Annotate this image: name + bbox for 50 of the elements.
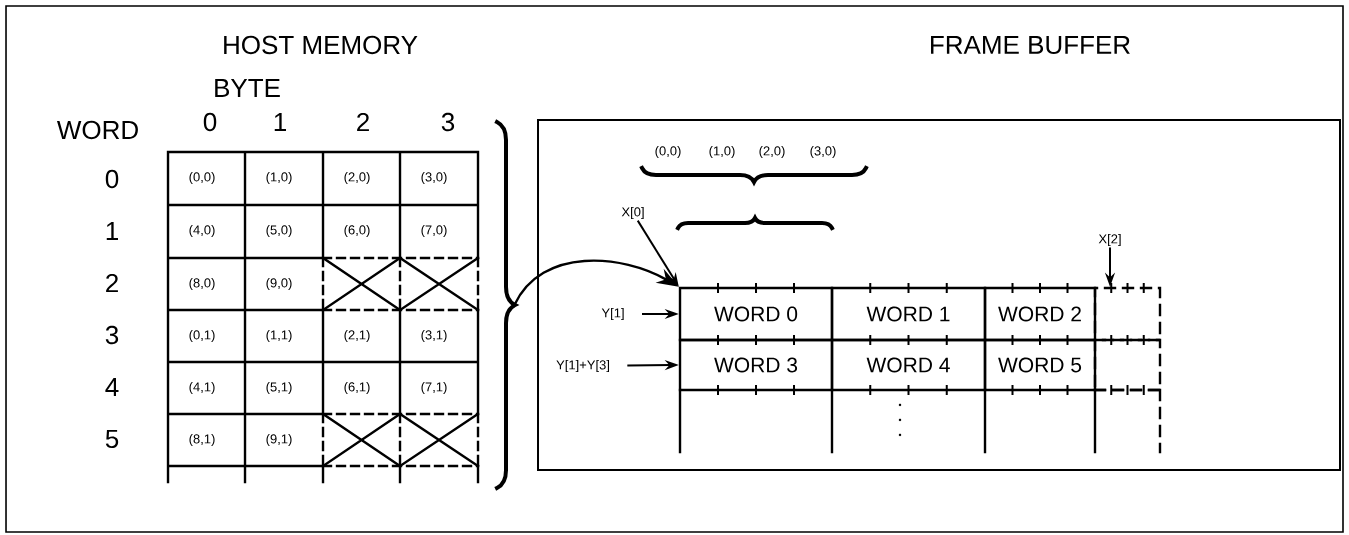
cell-label: (8,1) xyxy=(189,433,215,447)
index-label: 3 xyxy=(441,112,455,132)
cell-label: (3,0) xyxy=(421,171,447,185)
cell-label: (1,0) xyxy=(266,171,292,185)
cell-label: (1,0) xyxy=(709,145,735,159)
cell-label: (7,0) xyxy=(421,224,447,238)
word-cell: WORD 1 xyxy=(830,286,987,342)
cell-label: (5,1) xyxy=(266,381,292,395)
cell-label: (4,0) xyxy=(189,224,215,238)
cell-label: (3,1) xyxy=(421,329,447,343)
pointer-label: X[0] xyxy=(621,206,644,220)
cell-label: (9,0) xyxy=(266,277,292,291)
index-label: 4 xyxy=(105,378,119,396)
pointer-label: X[2] xyxy=(1098,233,1121,247)
dashed-cell xyxy=(1093,338,1162,392)
cell-label: (5,0) xyxy=(266,224,292,238)
cell-label: (7,1) xyxy=(421,381,447,395)
cell-label: (6,0) xyxy=(344,224,370,238)
cell-label: (4,1) xyxy=(189,381,215,395)
cell-label: (3,0) xyxy=(810,145,836,159)
index-label: 3 xyxy=(105,325,119,345)
word-cell: WORD 0 xyxy=(678,286,834,342)
cell-label: (6,1) xyxy=(344,381,370,395)
cell-label: (0,0) xyxy=(189,171,215,185)
pointer-label: Y[1]+Y[3] xyxy=(556,359,609,373)
heading: FRAME BUFFER xyxy=(931,35,1130,55)
index-label: 5 xyxy=(105,429,119,449)
cell-label: (1,1) xyxy=(266,329,292,343)
cell-label: (8,0) xyxy=(189,277,215,291)
index-label: 2 xyxy=(357,112,369,132)
word-cell: WORD 2 xyxy=(983,286,1097,342)
index-label: 1 xyxy=(274,113,286,131)
axis-title: WORD xyxy=(57,120,138,140)
index-label: 1 xyxy=(106,222,118,240)
cell-label: (2,0) xyxy=(344,171,370,185)
word-cell: WORD 3 xyxy=(678,338,834,392)
pointer-label: Y[1] xyxy=(601,307,624,321)
cell-label: (0,0) xyxy=(655,145,681,159)
word-cell: WORD 4 xyxy=(830,338,987,392)
index-label: 0 xyxy=(105,169,119,189)
dashed-cell xyxy=(1093,286,1162,342)
word-cell: WORD 5 xyxy=(983,338,1097,392)
cell-label: (2,1) xyxy=(344,329,370,343)
index-label: 0 xyxy=(203,112,217,132)
index-label: 2 xyxy=(106,273,118,293)
cell-label: (2,0) xyxy=(759,145,785,159)
cell-label: (9,1) xyxy=(266,433,292,447)
axis-title: BYTE xyxy=(215,79,280,97)
heading: HOST MEMORY xyxy=(224,35,418,55)
cell-label: (0,1) xyxy=(189,329,215,343)
